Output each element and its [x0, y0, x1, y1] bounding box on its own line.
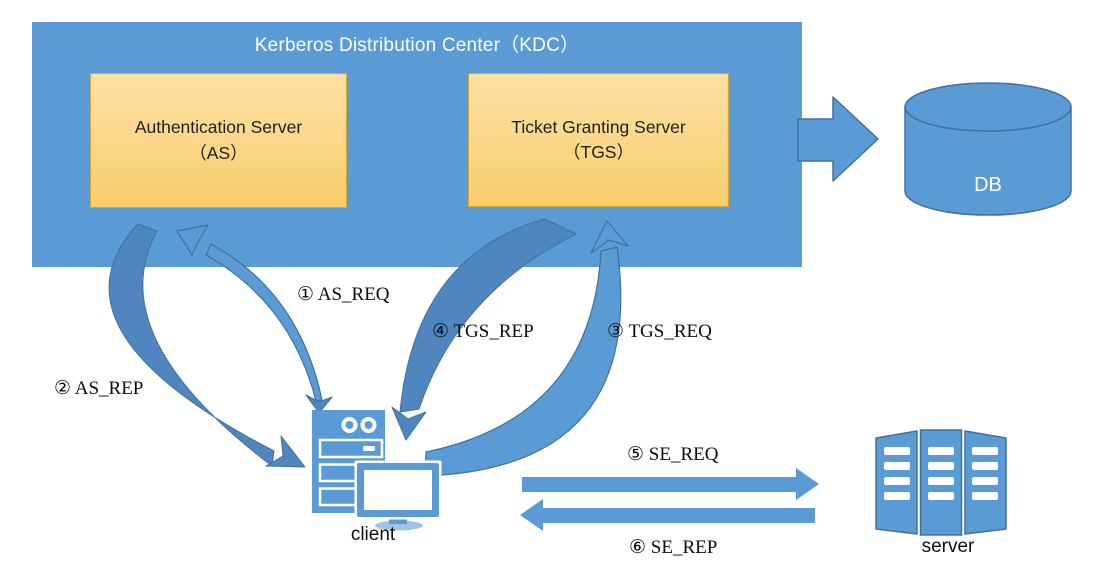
as-rep-arrow: [108, 223, 306, 468]
tgs-req-label: ③ TGS_REQ: [607, 321, 712, 342]
se-rep-arrow: [520, 499, 815, 531]
tgs-rep-arrow: [391, 218, 578, 441]
ticket-granting-server-box: Ticket Granting Server （TGS）: [468, 73, 729, 207]
tgs-req-arrow: [424, 220, 629, 477]
as-label-line1: Authentication Server: [134, 117, 303, 138]
se-rep-label: ⑥ SE_REP: [629, 537, 718, 558]
kdc-to-db-arrow: [797, 96, 879, 182]
authentication-server-box: Authentication Server （AS）: [90, 73, 347, 208]
as-rep-label: ② AS_REP: [54, 378, 144, 399]
client-icon: [312, 410, 442, 531]
as-req-arrow: [176, 224, 333, 414]
tgs-label-line1: Ticket Granting Server: [511, 116, 686, 137]
db-label: DB: [974, 174, 1002, 196]
server-label: server: [921, 536, 975, 557]
client-label: client: [350, 524, 396, 545]
server-icon: [875, 429, 1007, 536]
se-req-label: ⑤ SE_REQ: [627, 444, 719, 465]
se-req-arrow: [522, 468, 819, 500]
as-req-label: ① AS_REQ: [297, 284, 390, 305]
kdc-title: Kerberos Distribution Center（KDC）: [254, 35, 580, 56]
as-label-line2: （AS）: [189, 142, 248, 163]
tgs-rep-label: ④ TGS_REP: [432, 321, 534, 342]
db-cylinder-icon: [904, 82, 1072, 216]
tgs-label-line2: （TGS）: [563, 142, 634, 162]
